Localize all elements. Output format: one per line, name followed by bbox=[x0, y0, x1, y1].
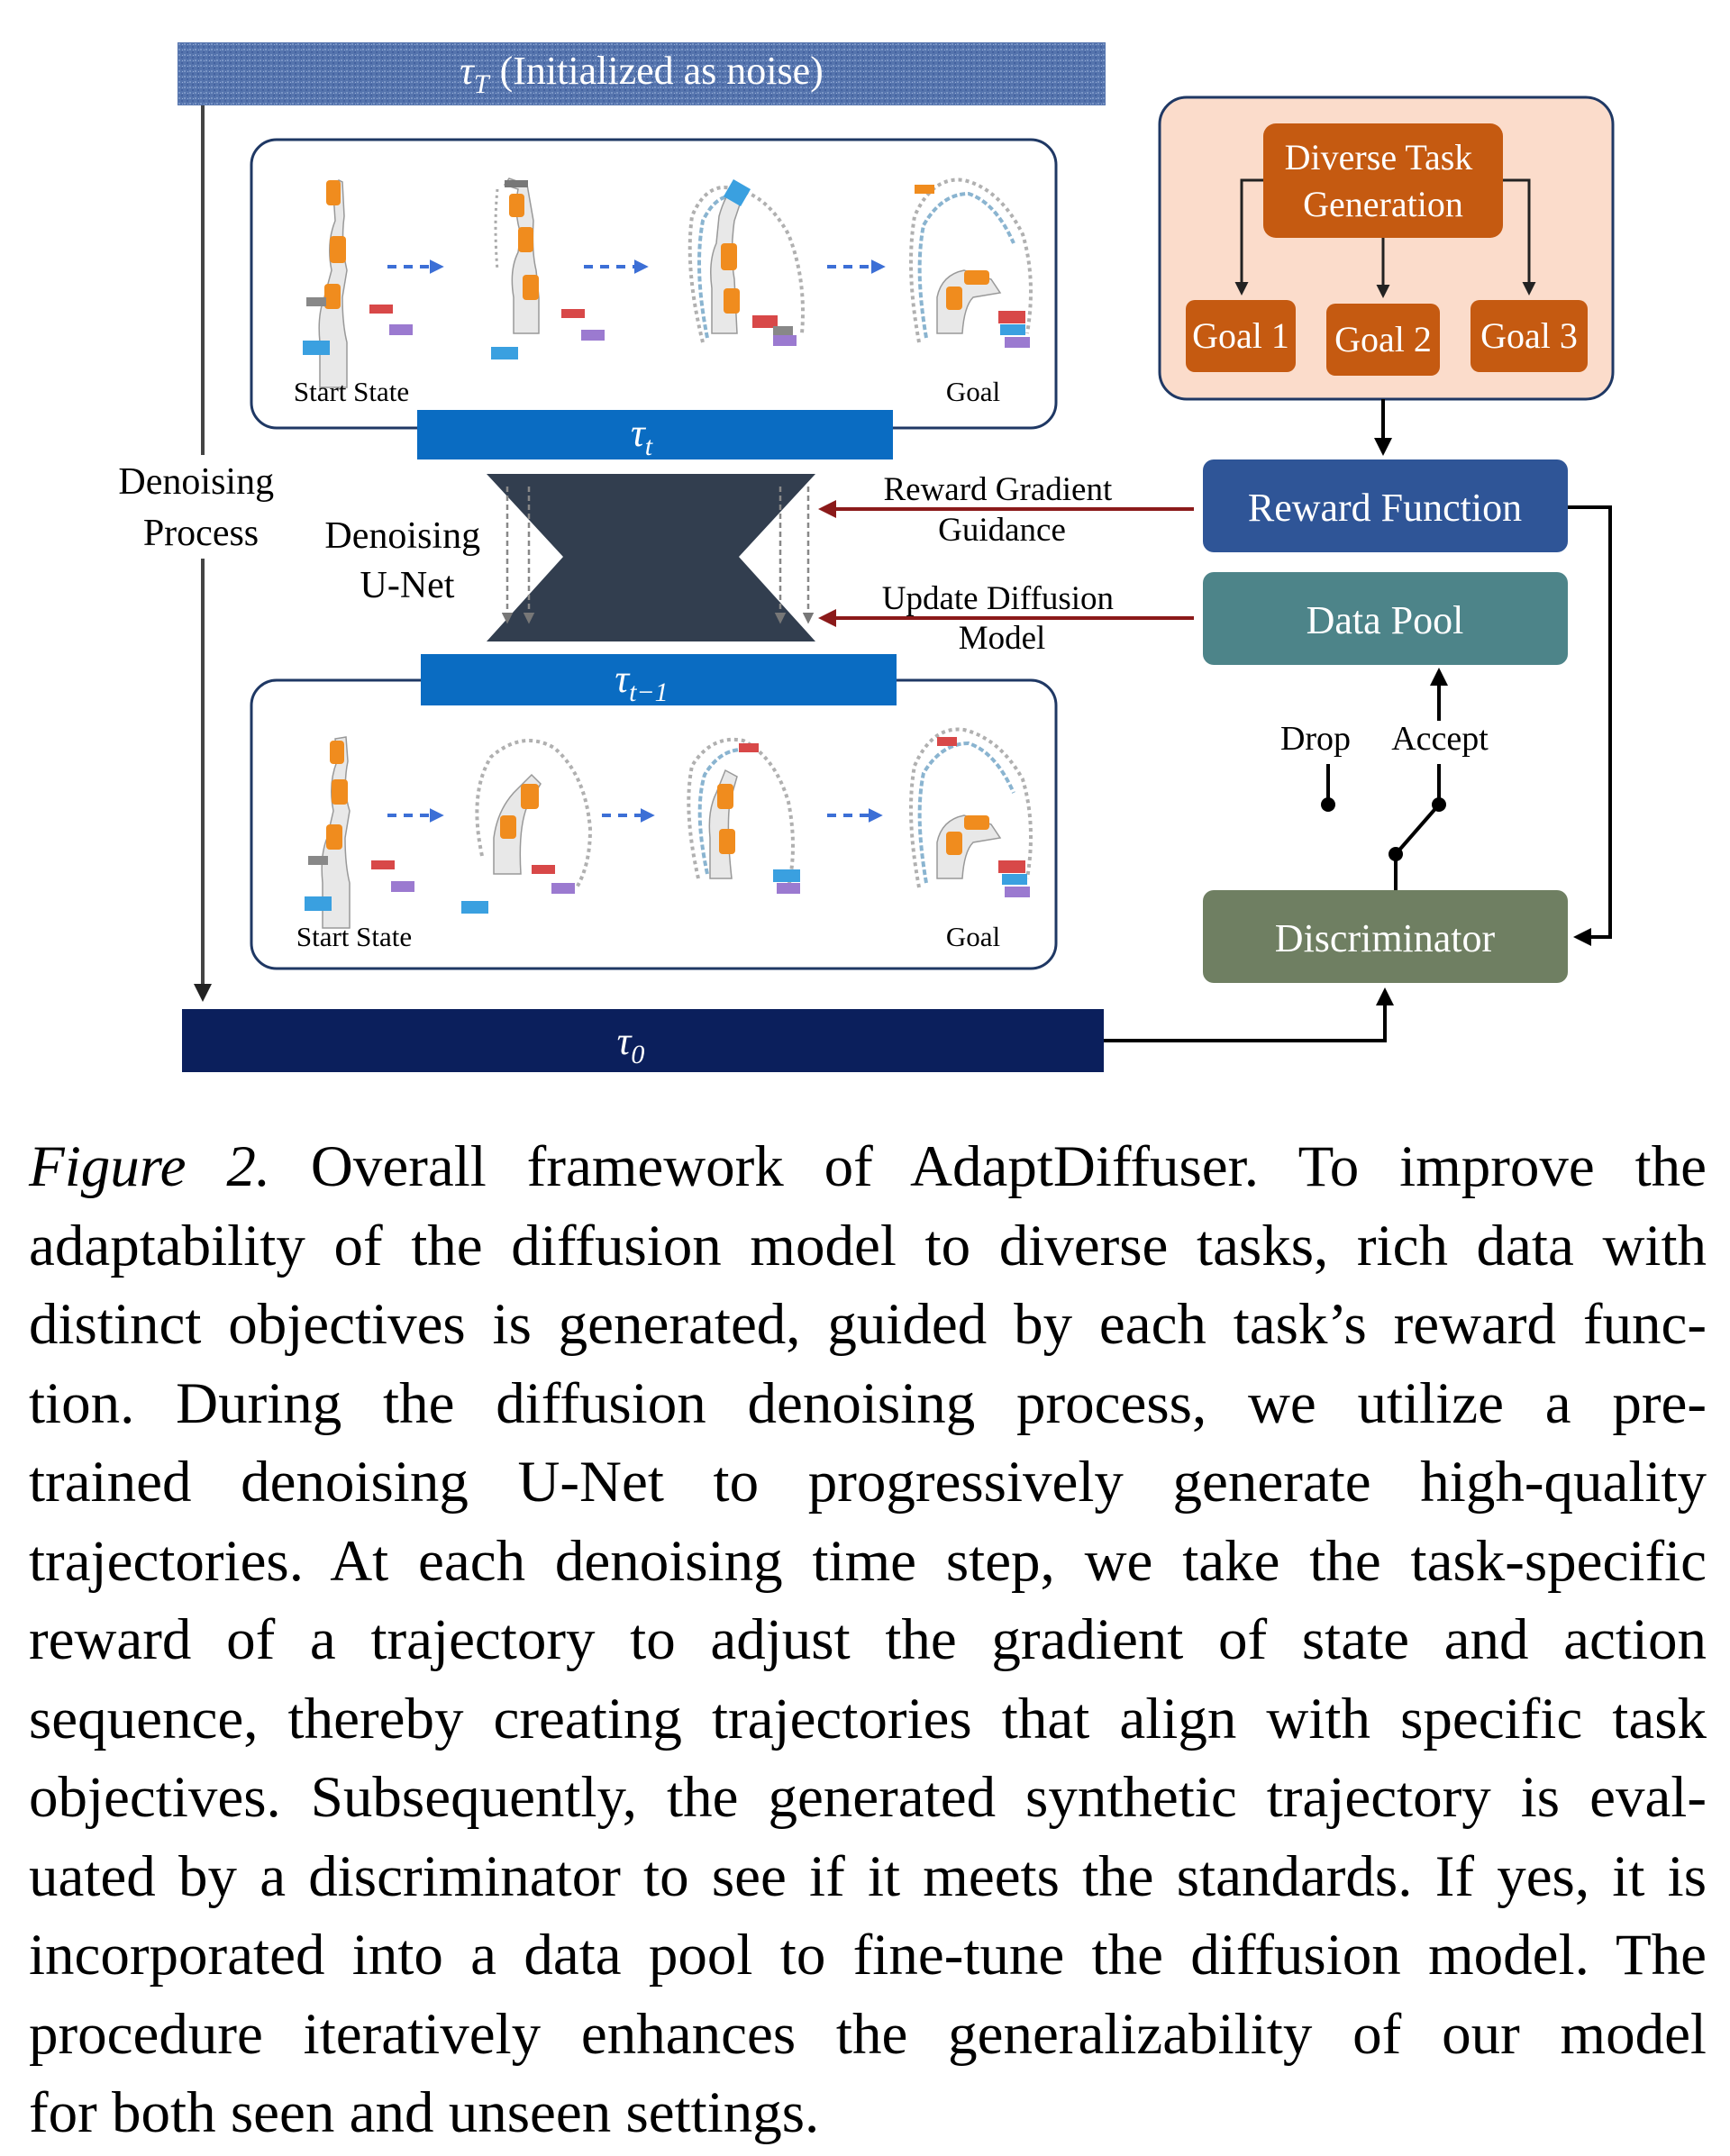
caption-line-3: distinct objectives is generated, guided… bbox=[29, 1292, 1707, 1357]
robot-arm-frame-7 bbox=[687, 737, 795, 888]
update-model-label: Update Diffusion Model bbox=[882, 580, 1123, 657]
top-goal-label: Goal bbox=[946, 376, 1000, 407]
bottom-start-state-label: Start State bbox=[296, 921, 412, 952]
unet-label: Denoising U-Net bbox=[324, 515, 489, 606]
tau-0-bar bbox=[182, 1009, 1104, 1072]
tau-t-label: τt bbox=[631, 411, 653, 461]
caption-line-5: trained denoising U-Net to progressively… bbox=[29, 1450, 1707, 1515]
discriminator-label: Discriminator bbox=[1275, 916, 1496, 960]
goal-2-box bbox=[1326, 304, 1440, 376]
tau-t-bar bbox=[417, 410, 893, 459]
caption-line-2: adaptability of the diffusion model to d… bbox=[29, 1213, 1707, 1278]
robot-arm-frame-3 bbox=[687, 178, 805, 343]
caption-line-1: Overall framework of AdaptDiffuser. To i… bbox=[270, 1134, 1707, 1199]
data-pool-box bbox=[1203, 572, 1568, 665]
caption-line-4: tion. During the diffusion denoising pro… bbox=[29, 1370, 1707, 1436]
framework-diagram: τT(Initialized as noise) Denoising Proce… bbox=[118, 42, 1615, 1072]
goal-3-box bbox=[1470, 300, 1588, 372]
robot-arm-frame-1 bbox=[306, 179, 348, 388]
robot-arm-frame-6 bbox=[475, 739, 593, 889]
accept-label: Accept bbox=[1391, 720, 1489, 758]
caption-line-6: trajectories. At each denoising time ste… bbox=[29, 1528, 1707, 1594]
bottom-goal-label: Goal bbox=[946, 921, 1000, 952]
figure-caption: Figure 2. Overall framework of AdaptDiff… bbox=[29, 1128, 1707, 2153]
noise-bar bbox=[178, 42, 1106, 105]
noise-bar-label: τT(Initialized as noise) bbox=[460, 49, 824, 99]
denoising-process-label: Denoising Process bbox=[118, 461, 283, 554]
unet-shape bbox=[487, 474, 815, 641]
robot-arm-frame-8 bbox=[909, 727, 1033, 888]
accept-switch-lever bbox=[1394, 803, 1441, 856]
caption-line-8: sequence, thereby creating trajectories … bbox=[29, 1686, 1707, 1751]
reward-function-box bbox=[1203, 459, 1568, 552]
top-start-state-label: Start State bbox=[294, 376, 409, 407]
drop-label: Drop bbox=[1280, 720, 1351, 758]
top-trajectory-panel: Start State Goal bbox=[250, 138, 1058, 430]
caption-line-10: uated by a discriminator to see if it me… bbox=[29, 1843, 1707, 1909]
caption-line-7: reward of a trajectory to adjust the gra… bbox=[29, 1607, 1707, 1672]
robot-arm-frame-4 bbox=[909, 177, 1033, 343]
caption-label: Figure 2. bbox=[29, 1134, 271, 1199]
goal-2-label: Goal 2 bbox=[1334, 319, 1432, 359]
caption-line-11: incorporated into a data pool to fine-tu… bbox=[29, 1923, 1707, 1988]
caption-line-9: objectives. Subsequently, the generated … bbox=[29, 1765, 1707, 1830]
reward-function-label: Reward Function bbox=[1248, 486, 1522, 530]
svg-text:τt−1: τt−1 bbox=[615, 657, 668, 707]
diverse-task-generation-box bbox=[1263, 123, 1503, 238]
caption-line-12: procedure iteratively enhances the gener… bbox=[29, 2001, 1707, 2067]
data-pool-label: Data Pool bbox=[1307, 598, 1464, 642]
discriminator-box bbox=[1203, 890, 1568, 983]
robot-arm-frame-5 bbox=[308, 736, 351, 929]
caption-line-13: for both seen and unseen settings. bbox=[29, 2080, 820, 2145]
goal-3-label: Goal 3 bbox=[1480, 315, 1578, 356]
diverse-task-generation-label: Diverse Task Generation bbox=[1285, 137, 1482, 224]
reward-gradient-label: Reward Gradient Guidance bbox=[883, 471, 1120, 549]
bottom-trajectory-panel: τt−1 bbox=[250, 654, 1058, 970]
goal-1-box bbox=[1186, 300, 1296, 372]
tau-0-label: τ0 bbox=[617, 1019, 645, 1069]
goal-1-label: Goal 1 bbox=[1192, 315, 1289, 356]
robot-arm-frame-2 bbox=[494, 177, 540, 334]
